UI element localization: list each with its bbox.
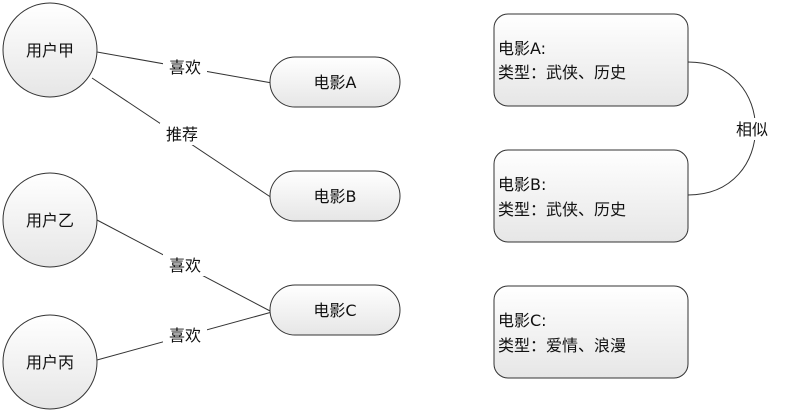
user-label: 用户丙: [26, 353, 74, 372]
movie-node-a: 电影A: [269, 56, 401, 108]
movie-label: 电影B: [314, 187, 357, 206]
similarity-label: 相似: [736, 120, 768, 139]
detail-type: 类型：爱情、浪漫: [498, 336, 626, 355]
detail-title: 电影A:: [498, 39, 546, 58]
movie-label: 电影C: [313, 301, 356, 320]
detail-type: 类型：武侠、历史: [498, 200, 626, 219]
movie-nodes: 电影A 电影B 电影C: [269, 56, 401, 336]
user-node-jia: 用户甲: [2, 2, 98, 98]
user-node-bing: 用户丙: [2, 314, 98, 410]
movie-node-b: 电影B: [269, 170, 401, 222]
user-label: 用户甲: [26, 41, 74, 60]
edge-label: 推荐: [166, 125, 198, 144]
user-node-yi: 用户乙: [2, 172, 98, 268]
user-nodes: 用户甲 用户乙 用户丙: [2, 2, 98, 410]
detail-box-c: 电影C: 类型：爱情、浪漫: [493, 285, 689, 379]
detail-boxes: 电影A: 类型：武侠、历史 电影B: 类型：武侠、历史 电影C: 类型：爱情、浪…: [493, 13, 689, 379]
movie-node-c: 电影C: [269, 284, 401, 336]
edge-label: 喜欢: [169, 326, 201, 345]
movie-label: 电影A: [314, 73, 357, 92]
edge-label: 喜欢: [169, 256, 201, 275]
detail-title: 电影C:: [498, 311, 547, 330]
edge-labels-layer: 喜欢 推荐 喜欢 喜欢 相似: [160, 56, 772, 346]
detail-title: 电影B:: [498, 175, 546, 194]
detail-box-b: 电影B: 类型：武侠、历史: [493, 149, 689, 243]
detail-box-a: 电影A: 类型：武侠、历史: [493, 13, 689, 107]
detail-type: 类型：武侠、历史: [498, 63, 626, 82]
user-label: 用户乙: [26, 211, 74, 230]
edge-label: 喜欢: [169, 58, 201, 77]
